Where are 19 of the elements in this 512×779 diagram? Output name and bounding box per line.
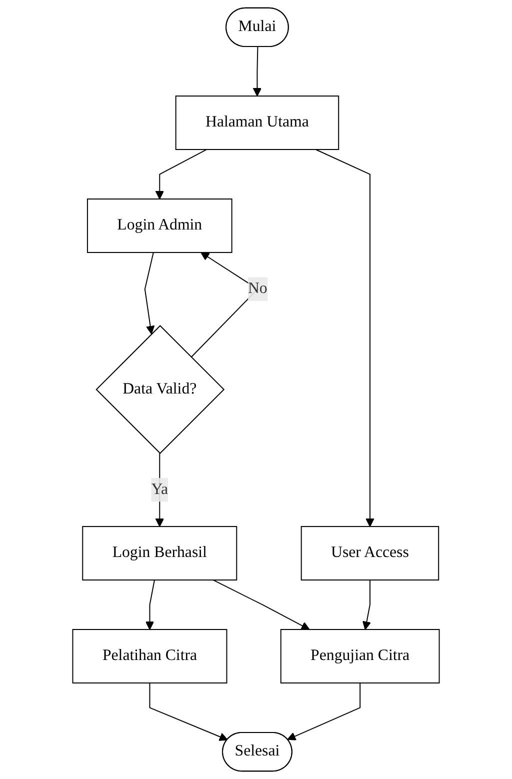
node-box: Pengujian Citra [280, 629, 440, 684]
arrow [252, 46, 262, 96]
node-box: User Access [300, 526, 440, 580]
arrow [145, 580, 155, 630]
arrow [155, 149, 208, 200]
edge-label: Ya [151, 480, 168, 498]
arrow [149, 682, 228, 741]
arrow [287, 682, 361, 740]
arrow [155, 452, 164, 527]
arrow [362, 580, 371, 630]
edge-label: No [248, 280, 268, 298]
node-box: Halaman Utama [175, 96, 340, 150]
node-box: Login Berhasil [82, 526, 238, 580]
node-box: Login Admin [86, 198, 232, 253]
arrow [315, 149, 374, 527]
node-diamond: Data Valid? [96, 325, 225, 454]
arrow [144, 252, 155, 334]
arrow [212, 580, 310, 630]
node-box: Pelatihan Citra [72, 629, 228, 684]
